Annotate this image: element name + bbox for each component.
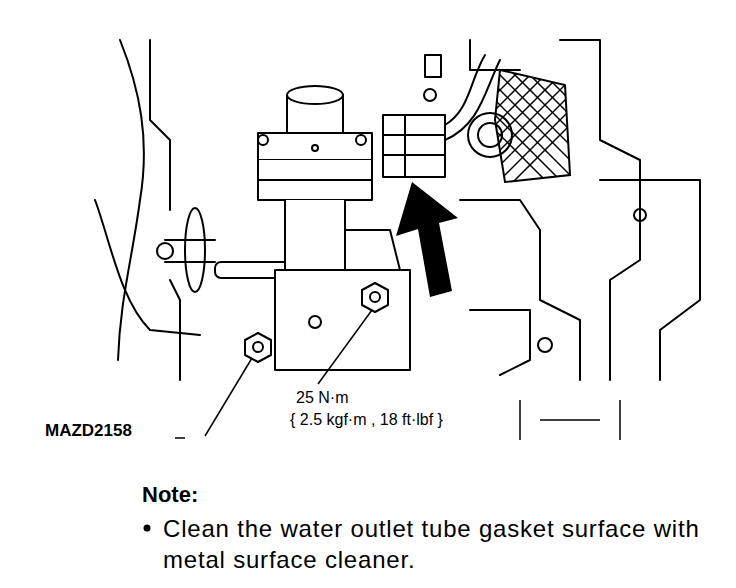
figure-code-text: MAZD2158: [45, 421, 132, 440]
torque-conversion: { 2.5 kgf·m , 18 ft·lbf }: [290, 411, 443, 429]
note-text-text: Clean the water outlet tube gasket surfa…: [163, 515, 700, 573]
note-heading-text: Note:: [142, 482, 198, 507]
torque-conversion-text: { 2.5 kgf·m , 18 ft·lbf }: [290, 411, 443, 428]
bullet: [144, 525, 151, 532]
figure-code: MAZD2158: [45, 421, 132, 441]
torque-value-text: 25 N·m: [296, 389, 348, 406]
note-text: Clean the water outlet tube gasket surfa…: [163, 513, 729, 575]
torque-value: 25 N·m: [296, 389, 348, 407]
note-heading: Note:: [142, 482, 198, 508]
